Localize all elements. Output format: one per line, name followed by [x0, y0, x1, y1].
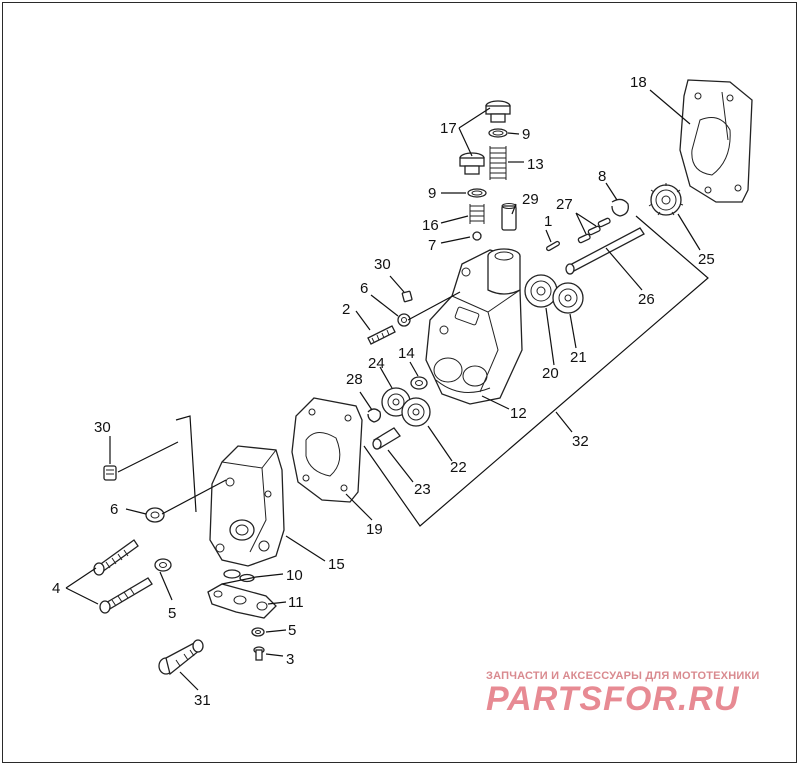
callout-24: 24: [368, 355, 385, 372]
fitting-11: [207, 583, 277, 619]
cap-17-lower: [459, 152, 485, 175]
cover-housing-15: [209, 445, 285, 567]
callout-11: 11: [288, 594, 304, 611]
cap-17-upper: [485, 100, 511, 123]
pins-27: [577, 217, 611, 244]
callout-23: 23: [414, 481, 431, 498]
callout-9-upper: 9: [522, 126, 530, 143]
callout-30-lower: 30: [94, 419, 111, 436]
gasket-19: [291, 397, 363, 503]
plug-30-lower: [103, 465, 117, 481]
watermark-logo: PARTSFOR.RU: [486, 680, 740, 718]
callout-19: 19: [366, 521, 383, 538]
washer-5-left: [154, 558, 172, 572]
drive-gear-25: [648, 183, 684, 216]
callout-12: 12: [510, 405, 527, 422]
ring-28: [367, 408, 382, 423]
callout-8: 8: [598, 168, 606, 185]
callout-27: 27: [556, 196, 573, 213]
leader-30-upper-axis: [407, 291, 461, 321]
ball-7: [472, 231, 482, 241]
callout-10: 10: [286, 567, 303, 584]
callout-28: 28: [346, 371, 363, 388]
callout-31: 31: [194, 692, 211, 709]
screw-4-lower: [99, 577, 153, 614]
washer-6-lower: [145, 507, 165, 523]
callout-4: 4: [52, 580, 60, 597]
callout-labels: 1 2 3 4 5 5 6 6 7 8 9 9 10 11 12 13 14 1…: [52, 74, 715, 709]
callout-26: 26: [638, 291, 655, 308]
callout-18: 18: [630, 74, 647, 91]
pin-23: [372, 427, 401, 450]
callout-3: 3: [286, 651, 294, 668]
spring-16: [469, 204, 485, 224]
shaft-26: [565, 227, 645, 275]
callout-29: 29: [522, 191, 539, 208]
spring-13: [489, 146, 507, 180]
gasket-plate-18: [679, 79, 753, 203]
callout-1: 1: [544, 213, 552, 230]
pump-body-12: [425, 248, 523, 405]
fitting-31: [158, 639, 204, 676]
leader-6-lower: [161, 479, 227, 515]
o-ring-9-lower: [467, 188, 487, 198]
callout-15: 15: [328, 556, 345, 573]
watermark-subtitle: ЗАПЧАСТИ И АКСЕССУАРЫ ДЛЯ МОТОТЕХНИКИ: [486, 670, 760, 682]
gear-22: [401, 397, 431, 427]
callout-20: 20: [542, 365, 559, 382]
callout-9-lower: 9: [428, 185, 436, 202]
washer-6-upper: [397, 313, 411, 327]
callout-2: 2: [342, 301, 350, 318]
callout-16: 16: [422, 217, 439, 234]
callout-6-upper: 6: [360, 280, 368, 297]
callout-32: 32: [572, 433, 589, 450]
o-ring-9-upper: [488, 128, 508, 138]
assembly-32-bracket: [363, 215, 709, 527]
bushing-14: [410, 376, 428, 390]
washer-5-right: [251, 627, 265, 637]
callout-21: 21: [570, 349, 587, 366]
plug-30-upper: [401, 290, 413, 303]
gear-20: [524, 274, 558, 308]
callout-5-left: 5: [168, 605, 176, 622]
callout-6-lower: 6: [110, 501, 118, 518]
sleeve-29: [501, 203, 517, 231]
callout-22: 22: [450, 459, 467, 476]
callout-25: 25: [698, 251, 715, 268]
watermark: ЗАПЧАСТИ И АКСЕССУАРЫ ДЛЯ МОТОТЕХНИКИ PA…: [486, 670, 786, 719]
leader-30-lower-bracket: [117, 415, 197, 513]
callout-7: 7: [428, 237, 436, 254]
callout-17: 17: [440, 120, 457, 137]
callout-5-right: 5: [288, 622, 296, 639]
leader-lines: [65, 89, 701, 691]
callout-13: 13: [527, 156, 544, 173]
gear-21: [552, 282, 584, 314]
screw-4-upper: [93, 539, 139, 576]
screw-3: [253, 646, 265, 661]
screw-2: [367, 325, 396, 345]
callout-14: 14: [398, 345, 415, 362]
pin-1: [546, 240, 560, 252]
callout-30-upper: 30: [374, 256, 391, 273]
retaining-ring-8: [611, 198, 629, 217]
o-rings-10: [223, 569, 255, 583]
